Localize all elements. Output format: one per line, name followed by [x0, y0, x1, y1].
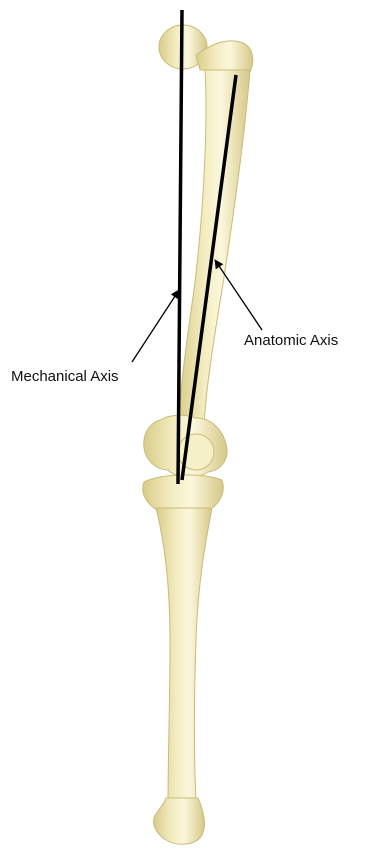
distal-tibia — [154, 798, 205, 844]
anatomic-axis-label: Anatomic Axis — [244, 333, 338, 348]
tibia-shaft — [156, 508, 212, 800]
femur — [144, 25, 253, 477]
mechanical-axis-arrow — [132, 290, 179, 362]
mechanical-axis-label: Mechanical Axis — [11, 369, 119, 384]
tibia — [143, 475, 224, 844]
anatomic-axis-arrow — [215, 260, 262, 330]
